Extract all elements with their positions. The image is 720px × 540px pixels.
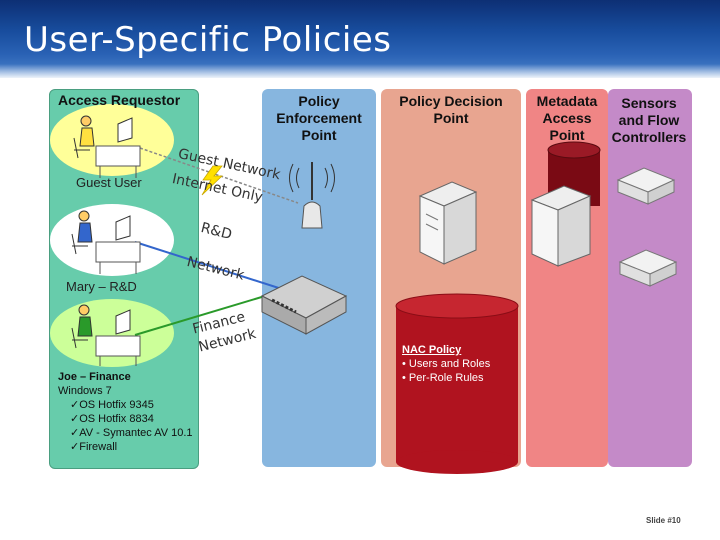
mary-workstation-icon	[71, 210, 141, 274]
check-item: ✓AV - Symantec AV 10.1	[70, 426, 193, 440]
nac-policy-text: NAC Policy • Users and Roles • Per-Role …	[402, 343, 490, 385]
slide-number: Slide #10	[646, 516, 681, 525]
joe-os: Windows 7	[58, 385, 112, 397]
sensor-switch-2-icon	[618, 249, 678, 287]
sensors-label: Sensors and Flow Controllers	[604, 95, 694, 146]
guest-connection	[139, 147, 299, 204]
check-icon: ✓	[70, 399, 80, 411]
check-item-label: OS Hotfix 9345	[79, 399, 154, 411]
check-item-label: Firewall	[79, 441, 118, 453]
joe-checklist: ✓OS Hotfix 9345 ✓OS Hotfix 8834 ✓AV - Sy…	[58, 398, 193, 454]
map-label-line-2: Access	[542, 110, 592, 126]
check-item: ✓Firewall	[70, 440, 193, 454]
header-fade	[0, 64, 720, 78]
sensors-label-line-1: Sensors	[621, 95, 677, 111]
nac-policy-item: • Users and Roles	[402, 358, 491, 370]
nac-policy-item-label: Per-Role Rules	[408, 372, 484, 384]
mary-label: Mary – R&D	[66, 279, 137, 294]
map-label-line-3: Point	[549, 127, 585, 143]
pep-label-line-3: Point	[301, 127, 337, 143]
access-requestor-label: Access Requestor	[58, 92, 181, 108]
pdp-label-line-1: Policy Decision	[399, 93, 503, 109]
sensor-switch-1-icon	[616, 167, 676, 205]
finance-connection	[134, 295, 266, 336]
check-icon: ✓	[70, 427, 80, 439]
joe-highlight	[50, 299, 174, 367]
nac-policy-title: NAC Policy	[402, 344, 462, 356]
pep-label: Policy Enforcement Point	[262, 93, 376, 144]
check-item: ✓OS Hotfix 8834	[70, 412, 193, 426]
joe-workstation-icon	[71, 304, 141, 366]
slide-title: User-Specific Policies	[24, 20, 392, 60]
sensors-label-line-3: Controllers	[611, 129, 687, 145]
slide-header: User-Specific Policies	[0, 0, 720, 78]
pdp-server-icon	[418, 181, 478, 265]
rd-connection	[134, 241, 286, 291]
sensors-label-line-2: and Flow	[618, 112, 680, 128]
check-icon: ✓	[70, 413, 80, 425]
map-server-icon	[530, 185, 592, 267]
check-item-label: OS Hotfix 8834	[79, 413, 154, 425]
pep-label-line-1: Policy	[298, 93, 340, 109]
map-label: Metadata Access Point	[526, 93, 608, 144]
map-label-line-1: Metadata	[536, 93, 598, 109]
nac-policy-database-icon	[395, 293, 519, 474]
pep-label-line-2: Enforcement	[276, 110, 362, 126]
guest-workstation-icon	[73, 115, 141, 178]
network-switch-icon	[260, 275, 348, 335]
check-icon: ✓	[70, 441, 80, 453]
mary-highlight	[50, 204, 174, 276]
pep-column	[262, 89, 376, 467]
nac-policy-item-label: Users and Roles	[408, 358, 491, 370]
check-item: ✓OS Hotfix 9345	[70, 398, 193, 412]
wireless-access-point-icon	[289, 162, 335, 229]
wireless-bolt-icon	[201, 165, 224, 196]
check-item-label: AV - Symantec AV 10.1	[79, 427, 193, 439]
pdp-label: Policy Decision Point	[381, 93, 521, 127]
joe-name: Joe – Finance	[58, 371, 131, 383]
joe-finance-info: Joe – Finance Windows 7 ✓OS Hotfix 9345 …	[58, 370, 193, 454]
pdp-label-line-2: Point	[433, 110, 469, 126]
nac-policy-item: • Per-Role Rules	[402, 372, 484, 384]
guest-user-label: Guest User	[76, 175, 142, 190]
